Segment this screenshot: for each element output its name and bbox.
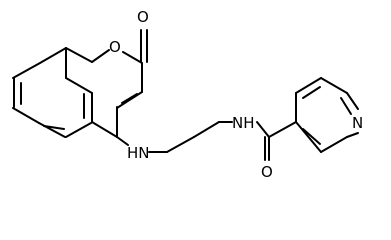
benzene-ring [12, 47, 93, 138]
pyridine-ring [295, 77, 359, 153]
ring-oxygen-label: O [109, 38, 121, 56]
amide-oxygen-label: O [261, 163, 273, 181]
chemical-structure: O O HN NH O N [12, 8, 363, 181]
ethylenediamine-linker [116, 121, 233, 153]
amine-nh-label: HN [127, 144, 150, 162]
pyridine-nitrogen-label: N [352, 114, 363, 132]
pyranone-ring [65, 29, 148, 138]
amide-group [256, 121, 297, 161]
amide-nh-label: NH [232, 114, 255, 132]
carbonyl-oxygen-label: O [137, 8, 149, 26]
